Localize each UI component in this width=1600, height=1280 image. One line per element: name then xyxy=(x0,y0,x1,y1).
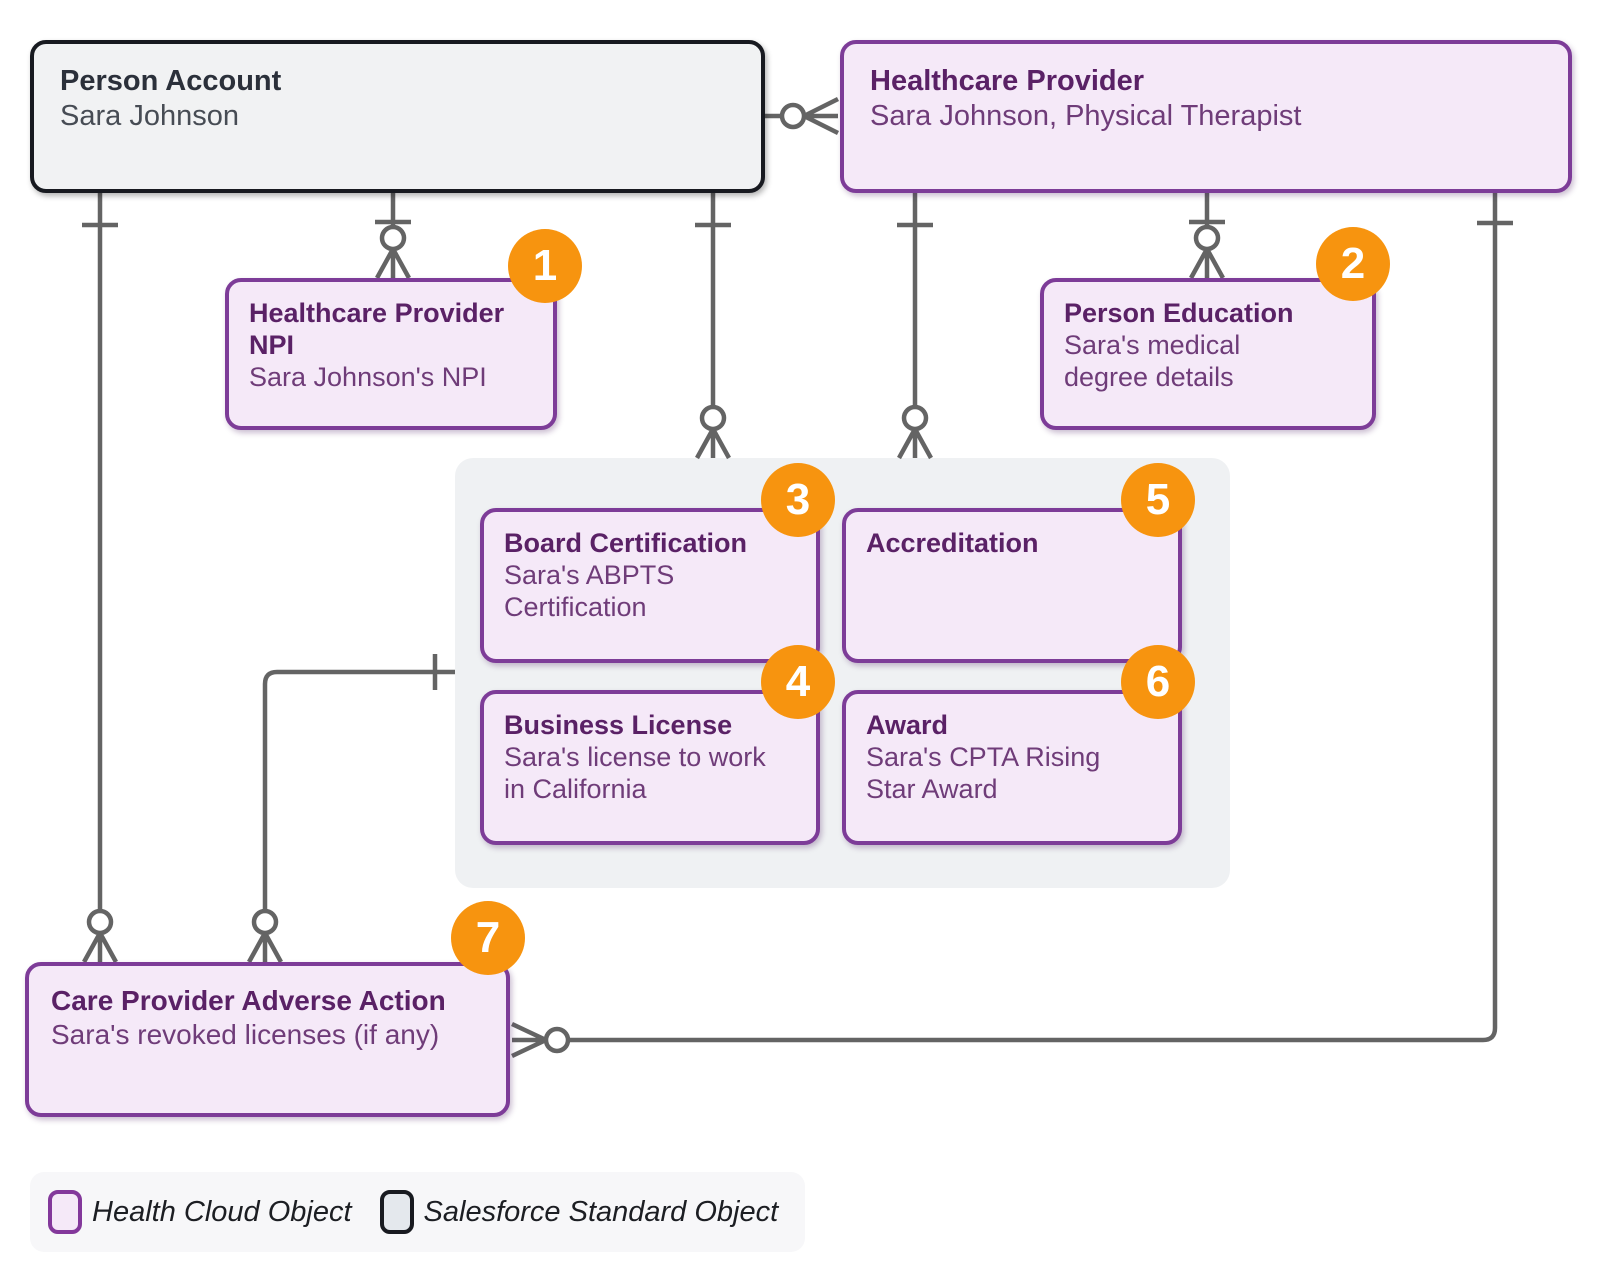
entity-award: Award Sara's CPTA Rising Star Award xyxy=(842,690,1182,845)
legend: Health Cloud Object Salesforce Standard … xyxy=(30,1172,805,1252)
connector-healthcare-provider-adverse-action xyxy=(511,192,1513,1059)
step-badge-4: 4 xyxy=(761,645,835,719)
entity-person-education: Person Education Sara's medical degree d… xyxy=(1040,278,1376,430)
connector-person-account-healthcare-provider xyxy=(765,96,840,136)
entity-subtitle: Sara Johnson xyxy=(60,100,239,133)
entity-accreditation: Accreditation xyxy=(842,508,1182,663)
step-badge-5: 5 xyxy=(1121,463,1195,537)
entity-title: Board Certification xyxy=(504,528,748,558)
entity-subtitle: Sara's license to work in California xyxy=(504,741,766,804)
health-cloud-swatch-icon xyxy=(48,1190,82,1234)
entity-subtitle: Sara's revoked licenses (if any) xyxy=(51,1018,440,1050)
legend-label-health-cloud: Health Cloud Object xyxy=(92,1195,352,1228)
connector-person-account-credentials xyxy=(695,192,731,460)
entity-title: Person Account xyxy=(60,65,282,97)
entity-subtitle: Sara's ABPTS Certification xyxy=(504,559,675,622)
connector-person-account-adverse-action xyxy=(82,192,118,964)
entity-title: Person Education xyxy=(1064,298,1294,328)
step-badge-1: 1 xyxy=(508,229,582,303)
legend-label-salesforce-standard: Salesforce Standard Object xyxy=(423,1195,779,1228)
connector-person-account-npi xyxy=(375,192,411,280)
entity-title: Healthcare Provider xyxy=(870,65,1145,97)
step-badge-3: 3 xyxy=(761,463,835,537)
entity-title: Healthcare Provider NPI xyxy=(249,298,505,360)
entity-subtitle: Sara Johnson, Physical Therapist xyxy=(870,100,1302,133)
entity-subtitle: Sara's medical degree details xyxy=(1064,329,1241,392)
entity-title: Award xyxy=(866,710,949,740)
entity-title: Care Provider Adverse Action xyxy=(51,985,446,1016)
step-badge-6: 6 xyxy=(1121,645,1195,719)
connector-healthcare-provider-person-education xyxy=(1189,192,1225,280)
entity-subtitle: Sara's CPTA Rising Star Award xyxy=(866,741,1101,804)
step-badge-2: 2 xyxy=(1316,227,1390,301)
entity-healthcare-provider: Healthcare Provider Sara Johnson, Physic… xyxy=(840,40,1572,193)
entity-care-provider-adverse-action: Care Provider Adverse Action Sara's revo… xyxy=(25,962,510,1117)
entity-title: Business License xyxy=(504,710,733,740)
entity-subtitle: Sara Johnson's NPI xyxy=(249,361,487,392)
entity-board-certification: Board Certification Sara's ABPTS Certifi… xyxy=(480,508,820,663)
entity-healthcare-provider-npi: Healthcare Provider NPI Sara Johnson's N… xyxy=(225,278,557,430)
connector-adverse-action-credentials xyxy=(247,654,455,964)
entity-title: Accreditation xyxy=(866,528,1039,558)
entity-business-license: Business License Sara's license to work … xyxy=(480,690,820,845)
entity-person-account: Person Account Sara Johnson xyxy=(30,40,765,193)
step-badge-7: 7 xyxy=(451,901,525,975)
salesforce-standard-swatch-icon xyxy=(379,1190,414,1234)
connector-healthcare-provider-credentials xyxy=(897,192,933,460)
